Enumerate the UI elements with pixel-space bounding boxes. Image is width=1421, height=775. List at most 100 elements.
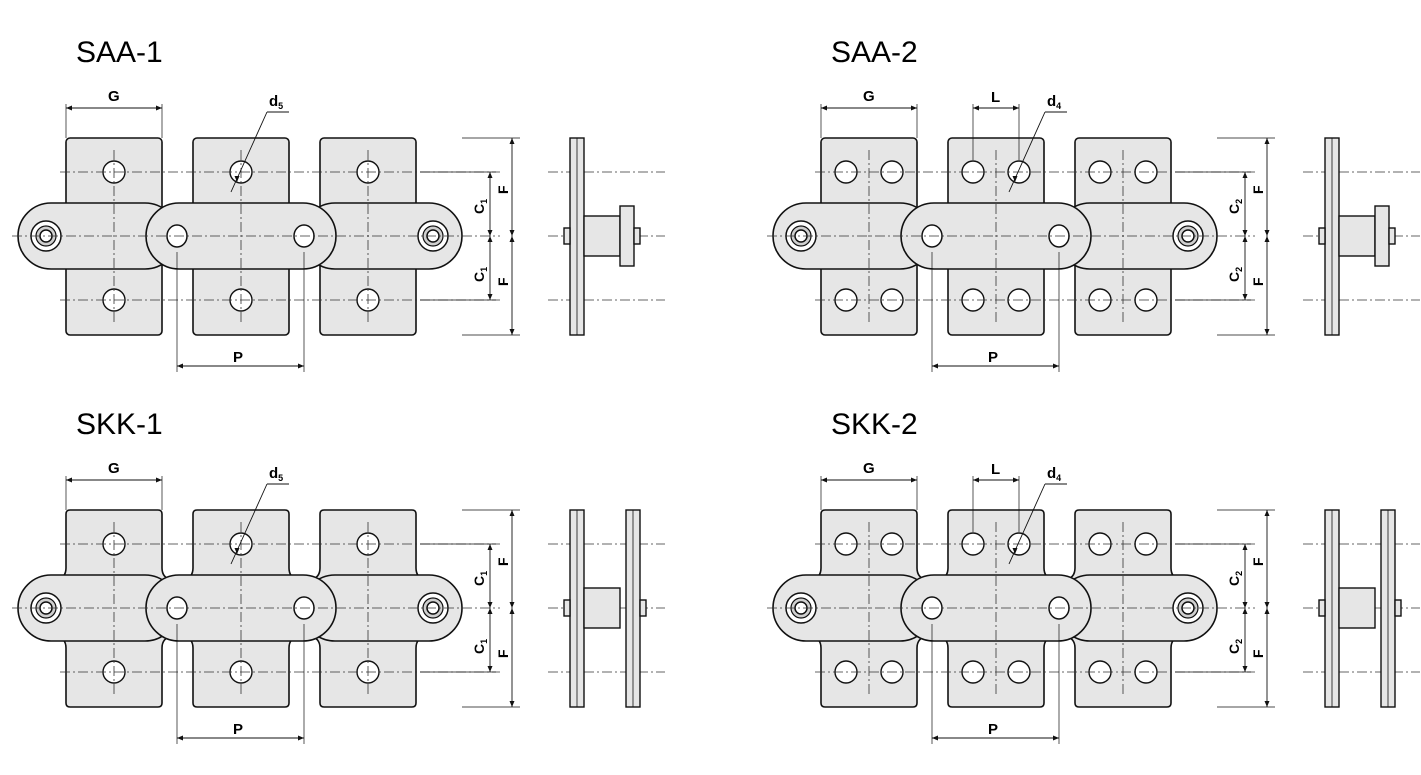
side-bushing: [583, 587, 621, 629]
l-dimension-arrow-left: [973, 477, 979, 483]
l-label: L: [991, 89, 1000, 106]
f-dimension-bottom-arrow-top: [1264, 608, 1270, 614]
hole-diameter-label: d5: [269, 465, 283, 483]
l-dimension-arrow-right: [1013, 105, 1019, 111]
side-bushing: [1338, 215, 1376, 257]
f-label-bottom: F: [1250, 649, 1266, 658]
f-dimension-bottom-arrow-bottom: [1264, 329, 1270, 335]
f-dimension-top-arrow-bottom: [509, 602, 515, 608]
diagram-title: SKK-1: [76, 408, 163, 441]
hole-leader-arrow: [234, 176, 240, 182]
g-label: G: [108, 460, 120, 477]
c-label-top-sub: 1: [479, 199, 489, 204]
side-pin-end-outer: [639, 599, 647, 617]
side-pin-end: [563, 227, 571, 245]
c-dimension-bottom-arrow-top: [487, 236, 493, 242]
hole-diameter-label-sub: 5: [278, 101, 283, 111]
g-dimension-arrow-left: [66, 105, 72, 111]
hole-diameter-label-main: d: [269, 465, 278, 482]
c-label-bottom: C2: [1226, 267, 1244, 282]
c-label-top-sub: 2: [1234, 571, 1244, 576]
hole-diameter-label-sub: 4: [1056, 101, 1061, 111]
p-label: P: [233, 349, 243, 366]
hole-diameter-label-sub: 4: [1056, 473, 1061, 483]
side-pin-end-outer: [1388, 227, 1396, 245]
p-dimension-arrow-left: [177, 735, 183, 741]
c-dimension-bottom-arrow-bottom: [1242, 666, 1248, 672]
hole-diameter-label-main: d: [1047, 465, 1056, 482]
c-label-top-main: C: [1226, 204, 1242, 214]
l-dimension-arrow-left: [973, 105, 979, 111]
c-dimension-top-arrow-bottom: [487, 602, 493, 608]
c-dimension-bottom-arrow-bottom: [487, 666, 493, 672]
c-dimension-bottom-arrow-bottom: [1242, 294, 1248, 300]
c-dimension-top-arrow-bottom: [1242, 230, 1248, 236]
diagram-title: SAA-1: [76, 36, 163, 69]
hole-diameter-label: d4: [1047, 93, 1061, 111]
c-label-bottom-sub: 2: [1234, 639, 1244, 644]
f-dimension-bottom-arrow-top: [509, 236, 515, 242]
f-dimension-bottom-arrow-top: [509, 608, 515, 614]
f-label-bottom: F: [495, 649, 511, 658]
side-outer-link: [619, 205, 635, 267]
c-dimension-bottom-arrow-bottom: [487, 294, 493, 300]
hole-diameter-label-main: d: [269, 93, 278, 110]
diagram-title: SAA-2: [831, 36, 918, 69]
l-label: L: [991, 461, 1000, 478]
f-dimension-top-arrow-bottom: [1264, 230, 1270, 236]
p-label: P: [233, 721, 243, 738]
c-label-bottom-main: C: [1226, 644, 1242, 654]
c-label-bottom: C1: [471, 639, 489, 654]
c-label-bottom-main: C: [471, 272, 487, 282]
c-label-bottom: C2: [1226, 639, 1244, 654]
f-label-top: F: [1250, 557, 1266, 566]
c-label-top-main: C: [471, 204, 487, 214]
g-dimension-arrow-left: [821, 105, 827, 111]
c-dimension-bottom-arrow-top: [487, 608, 493, 614]
hole-diameter-label-main: d: [1047, 93, 1056, 110]
side-pin-end: [1318, 599, 1326, 617]
side-bushing: [1338, 587, 1376, 629]
side-bushing: [583, 215, 621, 257]
c-dimension-bottom-arrow-top: [1242, 608, 1248, 614]
c-dimension-top-arrow-top: [487, 544, 493, 550]
side-pin-end: [1318, 227, 1326, 245]
f-dimension-top-arrow-top: [1264, 138, 1270, 144]
g-label: G: [863, 88, 875, 105]
c-label-top-sub: 2: [1234, 199, 1244, 204]
p-dimension-arrow-left: [177, 363, 183, 369]
f-label-bottom: F: [495, 277, 511, 286]
f-dimension-top-arrow-top: [509, 510, 515, 516]
hole-leader-arrow: [234, 548, 240, 554]
f-dimension-top-arrow-bottom: [509, 230, 515, 236]
p-dimension-arrow-right: [298, 735, 304, 741]
c-label-bottom-sub: 2: [1234, 267, 1244, 272]
c-dimension-top-arrow-bottom: [487, 230, 493, 236]
c-label-top: C1: [471, 571, 489, 586]
g-dimension-arrow-left: [66, 477, 72, 483]
g-label: G: [863, 460, 875, 477]
g-label: G: [108, 88, 120, 105]
c-label-bottom-sub: 1: [479, 267, 489, 272]
side-pin-end: [563, 599, 571, 617]
c-dimension-top-arrow-top: [487, 172, 493, 178]
g-dimension-arrow-left: [821, 477, 827, 483]
g-dimension-arrow-right: [911, 105, 917, 111]
side-outer-link: [1374, 205, 1390, 267]
p-dimension-arrow-right: [1053, 363, 1059, 369]
c-dimension-top-arrow-top: [1242, 544, 1248, 550]
c-label-top: C2: [1226, 199, 1244, 214]
f-dimension-bottom-arrow-top: [1264, 236, 1270, 242]
f-dimension-top-arrow-top: [509, 138, 515, 144]
p-dimension-arrow-right: [1053, 735, 1059, 741]
p-dimension-arrow-left: [932, 363, 938, 369]
p-label: P: [988, 721, 998, 738]
f-dimension-bottom-arrow-bottom: [509, 329, 515, 335]
c-label-top-main: C: [471, 576, 487, 586]
diagram-title: SKK-2: [831, 408, 918, 441]
f-dimension-bottom-arrow-bottom: [509, 701, 515, 707]
